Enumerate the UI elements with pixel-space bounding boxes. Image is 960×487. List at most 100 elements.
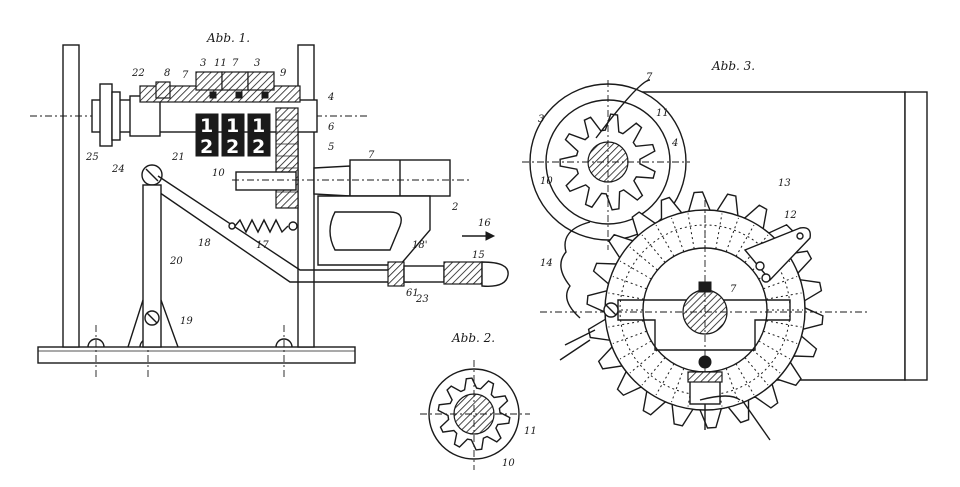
base-plate <box>37 346 356 364</box>
counter-wheel-1 <box>195 113 219 157</box>
wheel-segment-2 <box>221 71 249 91</box>
wheel-tick <box>715 213 723 249</box>
wheel-segment-3 <box>247 71 275 91</box>
wheel-tick <box>735 224 755 257</box>
wheel-tick <box>641 234 666 263</box>
spring <box>234 218 289 234</box>
svg-text:10: 10 <box>212 168 225 179</box>
svg-text:7: 7 <box>730 284 737 295</box>
svg-text:17: 17 <box>256 240 269 251</box>
left-column <box>62 44 80 348</box>
svg-text:5: 5 <box>328 142 334 153</box>
wheel-tick <box>758 340 791 360</box>
drive-shaft <box>235 171 297 191</box>
svg-text:18': 18' <box>412 240 427 251</box>
counter-wheel-2 <box>221 113 245 157</box>
wheel-tick <box>725 368 739 403</box>
svg-text:15: 15 <box>472 250 485 261</box>
svg-text:9: 9 <box>280 68 287 79</box>
counter-digit: 2 <box>252 136 265 158</box>
svg-text:25: 25 <box>85 152 99 163</box>
wheel-tick <box>744 234 769 263</box>
svg-text:61: 61 <box>406 288 419 299</box>
counter-digit: 2 <box>200 136 213 158</box>
svg-text:20: 20 <box>169 256 183 267</box>
svg-text:11: 11 <box>214 58 227 69</box>
figure-3: Abb. 3. <box>522 59 928 441</box>
svg-text:19: 19 <box>180 316 193 327</box>
svg-text:3: 3 <box>538 114 544 125</box>
svg-text:22: 22 <box>131 68 145 79</box>
fig2-inner-gear <box>437 377 511 451</box>
svg-text:12: 12 <box>784 210 797 221</box>
wheel-tick <box>766 292 802 300</box>
handle-spring <box>443 261 483 285</box>
figure-2-title: Abb. 2. <box>451 331 495 345</box>
wheel-tick <box>629 246 658 271</box>
wheel-tick <box>619 260 652 280</box>
upper-wheel-gear <box>559 113 656 211</box>
wheel-tick <box>629 349 658 374</box>
counter-digit: 1 <box>226 115 239 137</box>
housing-side <box>904 91 928 381</box>
wheel-tick <box>763 276 798 290</box>
cross-bar <box>617 299 791 351</box>
figure-1-labels: 22 8 3 11 7 3 7 9 4 6 5 7 2 25 24 21 10 … <box>85 58 491 327</box>
svg-text:4: 4 <box>327 92 334 103</box>
wheel-tick <box>763 330 798 344</box>
svg-text:8: 8 <box>164 68 170 79</box>
counter-wheels: 1 2 1 2 1 2 <box>195 113 271 158</box>
svg-text:6: 6 <box>328 122 335 133</box>
large-wheel-ticks <box>607 212 803 408</box>
wheel-tick <box>619 340 652 360</box>
handle-knob <box>481 261 509 287</box>
fig2-outer-ring <box>428 368 520 460</box>
svg-text:10: 10 <box>540 176 553 187</box>
svg-text:7: 7 <box>368 150 375 161</box>
wheel-tick <box>735 363 755 396</box>
svg-text:11: 11 <box>524 426 537 437</box>
figure-3-labels: 7 3 11 4 10 13 12 14 7 <box>538 72 797 295</box>
wheel-tick <box>655 224 675 257</box>
leaf-spring <box>560 221 591 319</box>
svg-text:23: 23 <box>415 294 429 305</box>
shaft-collar <box>99 83 113 147</box>
svg-text:7: 7 <box>646 72 653 83</box>
svg-text:14: 14 <box>540 258 553 269</box>
svg-text:16: 16 <box>478 218 491 229</box>
wheel-tick <box>612 276 647 290</box>
svg-text:3: 3 <box>254 58 260 69</box>
svg-text:3: 3 <box>200 58 206 69</box>
counter-digit: 2 <box>226 136 239 158</box>
svg-text:10: 10 <box>502 458 515 469</box>
svg-text:7: 7 <box>232 58 239 69</box>
wheel-tick <box>744 357 769 386</box>
wheel-tick <box>671 217 685 252</box>
counter-digit: 1 <box>200 115 213 137</box>
svg-text:11: 11 <box>656 108 669 119</box>
wheel-tick <box>687 213 695 249</box>
counter-wheel-3 <box>247 113 271 157</box>
wheel-tick <box>671 368 685 403</box>
svg-text:24: 24 <box>111 164 125 175</box>
counter-digit: 1 <box>252 115 265 137</box>
svg-text:21: 21 <box>171 152 185 163</box>
wheel-tick <box>752 349 781 374</box>
svg-text:13: 13 <box>778 178 791 189</box>
figure-1: Abb. 1. <box>30 31 509 380</box>
svg-text:4: 4 <box>671 138 678 149</box>
wheel-tick <box>725 217 739 252</box>
svg-text:2: 2 <box>451 202 458 213</box>
wheel-tick <box>641 357 666 386</box>
wheel-tick <box>655 363 675 396</box>
figure-3-title: Abb. 3. <box>711 59 755 73</box>
svg-text:7: 7 <box>182 70 189 81</box>
wheel-tick <box>766 320 802 328</box>
figure-1-title: Abb. 1. <box>206 31 250 45</box>
wheel-tick <box>608 292 644 300</box>
wheel-tick <box>612 330 647 344</box>
ratchet-gear <box>275 107 299 209</box>
support-post <box>142 184 162 348</box>
figure-2: Abb. 2. 11 10 <box>420 331 537 470</box>
